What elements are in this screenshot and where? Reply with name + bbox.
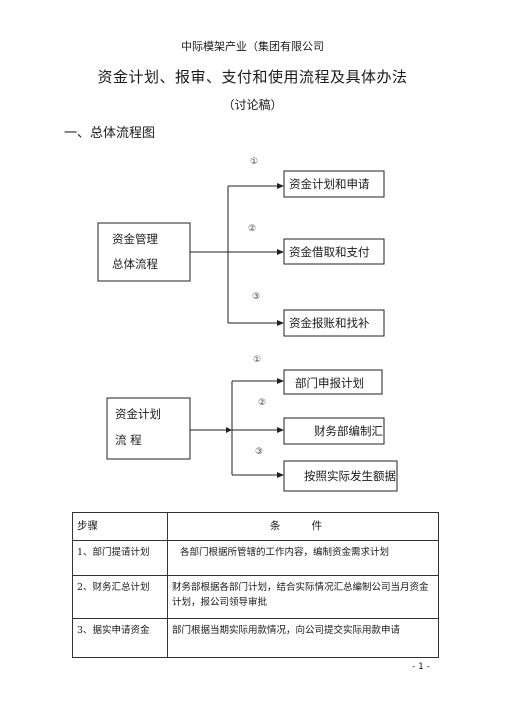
flowchart-plan: 资金计划 流 程 ① ② ③ 部门申报计划 财务部编制汇 按照实际发生额据: [106, 355, 398, 492]
flow1-target-box-3: [283, 309, 385, 337]
flow2-target-label-2: 财务部编制汇: [314, 424, 383, 438]
flow2-source-line2: 流 程: [115, 433, 142, 447]
flow1-arrow-1: [277, 183, 284, 189]
flow2-target-box-1: [283, 369, 383, 395]
table-cell-condition: 财务部根据各部门计划，结合实际情况汇总编制公司当月资金计划，报公司领导审批: [167, 575, 439, 619]
table-row: 1、部门提请计划 各部门根据所管辖的工作内容，编制资金需求计划: [72, 540, 439, 576]
flowchart-overall: 资金管理 总体流程 ① ② ③ 资金计划和申请 资金借取和支付 资金报账和找补: [97, 157, 385, 337]
table-cell-condition: 部门根据当期实际用款情况，向公司提交实际用款申请: [167, 618, 439, 658]
table-cell-step: 2、财务汇总计划: [72, 575, 168, 619]
flow1-arrow-2: [277, 249, 284, 255]
flow1-target-box-2: [283, 238, 385, 265]
flow2-target-label-1: 部门申报计划: [295, 376, 364, 390]
flow2-target-box-3: [283, 460, 398, 492]
flow2-num-2: ②: [258, 398, 266, 408]
steps-table: 步骤 条 件 1、部门提请计划 各部门根据所管辖的工作内容，编制资金需求计划 2…: [72, 512, 439, 658]
flow1-target-box-1: [283, 170, 385, 198]
flow2-arrow-1: [277, 378, 284, 384]
flow1-source-line2: 总体流程: [112, 257, 158, 271]
company-name: 中际模架产业（集团有限公司: [181, 40, 324, 53]
flow1-num-2: ②: [248, 224, 256, 234]
flow1-target-label-3: 资金报账和找补: [289, 316, 370, 330]
section-heading: 一、总体流程图: [64, 126, 156, 141]
table-cell-condition: 各部门根据所管辖的工作内容，编制资金需求计划: [167, 540, 439, 576]
flow1-target-label-1: 资金计划和申请: [289, 177, 370, 191]
flow2-source-box: [106, 397, 191, 460]
table-row: 2、财务汇总计划 财务部根据各部门计划，结合实际情况汇总编制公司当月资金计划，报…: [72, 575, 439, 619]
table-header-condition: 条 件: [167, 512, 439, 541]
flow2-connector-arrow: [226, 427, 232, 433]
document-subtitle: （讨论稿）: [222, 98, 283, 112]
table-header-step: 步骤: [72, 512, 168, 541]
document-title: 资金计划、报审、支付和使用流程及具体办法: [97, 68, 408, 86]
flow1-num-1: ①: [250, 157, 258, 167]
table-header-row: 步骤 条 件: [72, 512, 439, 541]
flow2-arrow-3: [277, 472, 284, 478]
flow1-target-label-2: 资金借取和支付: [289, 245, 370, 259]
table-cell-step: 1、部门提请计划: [72, 540, 168, 576]
flow2-source-line1: 资金计划: [115, 407, 161, 421]
flow1-source-line1: 资金管理: [112, 232, 158, 246]
flow2-target-label-3: 按照实际发生额据: [304, 469, 396, 483]
flow1-arrow-3: [277, 320, 284, 326]
flow1-num-3: ③: [252, 292, 260, 302]
table-cell-step: 3、据实申请资金: [72, 618, 168, 658]
flow2-num-1: ①: [253, 355, 261, 365]
page-number: - 1 -: [412, 662, 430, 672]
flowcharts: 资金管理 总体流程 ① ② ③ 资金计划和申请 资金借取和支付 资金报账和找补 …: [97, 157, 398, 492]
flow2-num-3: ③: [255, 447, 263, 457]
flow2-arrow-2: [277, 427, 284, 433]
flow2-target-box-2: [283, 417, 385, 445]
table-row: 3、据实申请资金 部门根据当期实际用款情况，向公司提交实际用款申请: [72, 618, 439, 658]
